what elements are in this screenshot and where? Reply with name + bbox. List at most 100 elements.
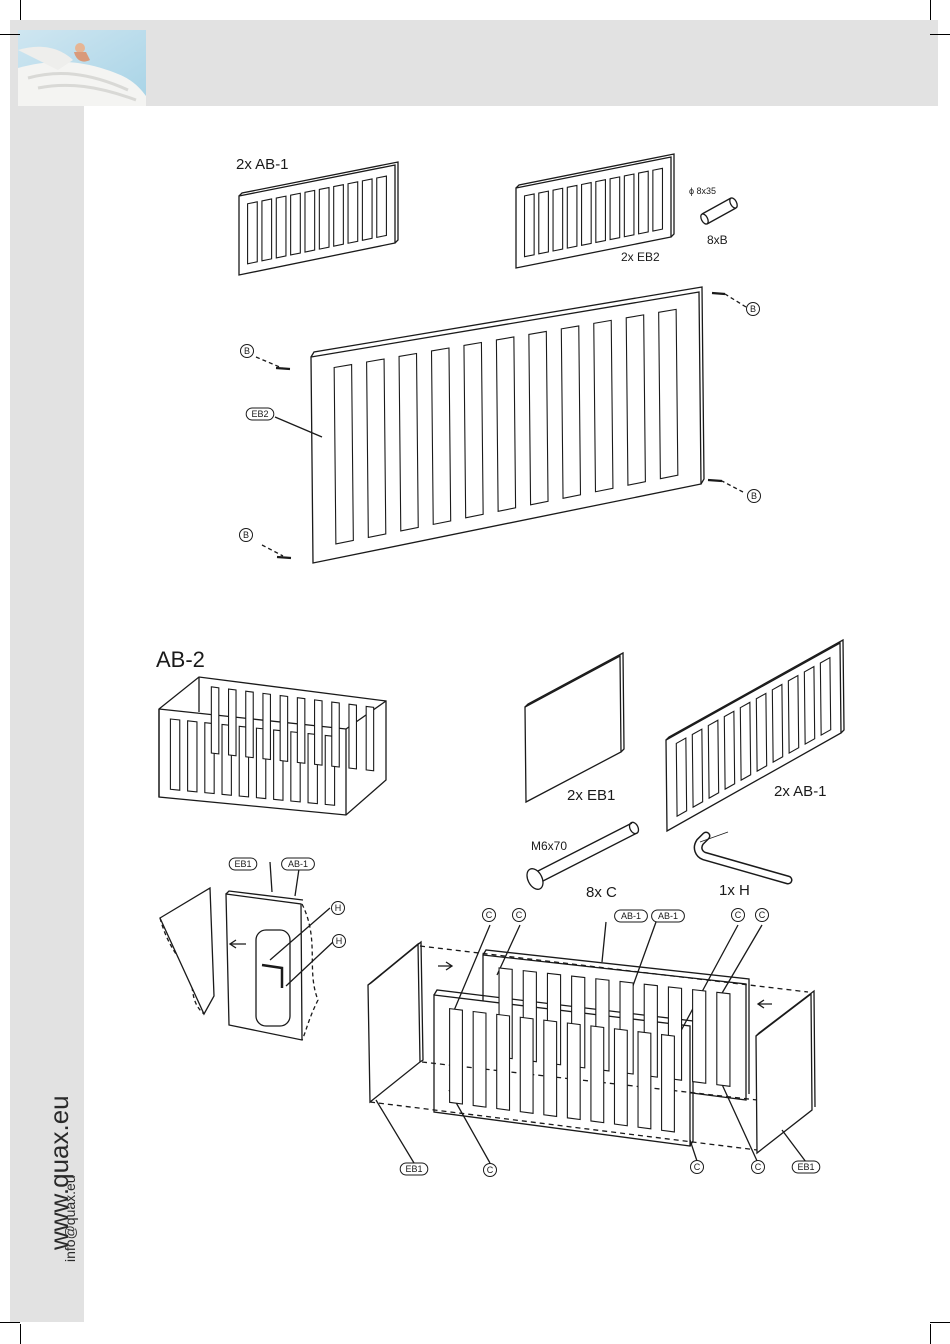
slat-opening <box>772 684 782 762</box>
callout-text: B <box>244 345 250 357</box>
slat-opening <box>804 667 814 745</box>
callout-text: C <box>486 909 493 921</box>
slat-opening <box>756 693 766 771</box>
slat-opening <box>432 348 451 524</box>
slat-opening <box>639 171 649 234</box>
label-eb1-qty: 2x EB1 <box>567 787 615 804</box>
callout-text: B <box>243 529 249 541</box>
slat-opening <box>334 185 344 247</box>
label-eb2-qty: 2x EB2 <box>621 250 660 264</box>
slat-opening <box>229 689 236 756</box>
callout-text: C <box>487 1164 494 1176</box>
slat-opening <box>676 738 686 816</box>
slat-opening <box>692 729 702 807</box>
callout-text: C <box>735 909 742 921</box>
slat-opening <box>348 182 358 243</box>
step-title: AB-2 <box>156 647 205 673</box>
slat-opening <box>399 354 418 531</box>
slat-opening <box>544 1020 557 1116</box>
callout-text: C <box>516 909 523 921</box>
slat-opening <box>280 696 287 762</box>
callout-text: H <box>336 935 343 947</box>
slat-opening <box>377 176 387 237</box>
slat-opening <box>820 658 830 735</box>
slat-opening <box>496 337 515 511</box>
slat-opening <box>263 693 270 759</box>
callout-text: EB2 <box>251 408 268 420</box>
slat-opening <box>362 179 372 240</box>
bolt-icon <box>524 821 641 892</box>
dowel-icon <box>699 197 738 226</box>
label-dowel-qty: 8xB <box>707 233 728 247</box>
slat-opening <box>525 194 535 257</box>
callout-text: AB-1 <box>288 858 308 870</box>
slat-opening <box>170 719 179 790</box>
slat-opening <box>464 342 483 517</box>
label-bolt-qty: 8x C <box>586 884 617 901</box>
callout-text: B <box>750 303 756 315</box>
slat-opening <box>367 359 386 537</box>
slat-opening <box>539 191 549 254</box>
label-key-qty: 1x H <box>719 882 750 899</box>
slat-opening <box>614 1029 627 1126</box>
slat-opening <box>596 180 606 243</box>
callout-text: B <box>751 490 757 502</box>
label-ab1-qty: 2x AB-1 <box>236 156 289 173</box>
slat-opening <box>305 190 315 252</box>
slat-opening <box>708 720 718 798</box>
slat-opening <box>659 309 678 478</box>
slat-opening <box>582 183 592 246</box>
slat-opening <box>653 168 663 231</box>
slat-opening <box>594 320 613 491</box>
slat-opening <box>248 202 258 264</box>
callout-text: AB-1 <box>621 910 641 922</box>
slat-opening <box>334 365 353 544</box>
slat-opening <box>717 992 730 1086</box>
slat-opening <box>529 331 548 504</box>
slat-opening <box>349 704 356 769</box>
callout-text: H <box>335 902 342 914</box>
slat-opening <box>497 1014 510 1110</box>
slat-opening <box>567 1023 580 1120</box>
slat-opening <box>520 1017 533 1113</box>
slat-opening <box>740 702 750 780</box>
slat-opening <box>638 1032 651 1129</box>
slat-opening <box>188 721 197 792</box>
slat-opening <box>366 706 373 770</box>
label-bolt-size: M6x70 <box>531 839 567 853</box>
callout-text: C <box>759 909 766 921</box>
slat-opening <box>319 188 329 250</box>
slat-opening <box>662 1035 675 1132</box>
slat-opening <box>626 315 645 485</box>
slat-opening <box>291 193 301 255</box>
label-ab1-qty-2: 2x AB-1 <box>774 783 827 800</box>
callout-text: EB1 <box>234 858 251 870</box>
slat-opening <box>561 326 580 498</box>
callout-text: C <box>694 1161 701 1173</box>
label-dowel-size: ϕ 8x35 <box>689 186 716 196</box>
hex-key-icon <box>698 832 788 880</box>
slat-opening <box>610 177 620 240</box>
callout-text: C <box>755 1161 762 1173</box>
slat-opening <box>211 687 218 754</box>
slat-opening <box>567 185 577 248</box>
slat-opening <box>332 702 339 767</box>
slat-opening <box>624 174 634 237</box>
slat-opening <box>262 199 272 261</box>
slat-opening <box>788 676 798 754</box>
slat-opening <box>246 691 253 757</box>
slat-opening <box>693 990 706 1084</box>
slat-opening <box>297 698 304 764</box>
detail-view <box>160 862 333 1040</box>
slat-opening <box>553 188 563 251</box>
callout-text: EB1 <box>405 1163 422 1175</box>
slat-opening <box>315 700 322 765</box>
slat-opening <box>276 196 286 258</box>
slat-opening <box>450 1009 463 1104</box>
callout-text: AB-1 <box>658 910 678 922</box>
slat-opening <box>591 1026 604 1123</box>
callout-text: EB1 <box>797 1161 814 1173</box>
slat-opening <box>473 1011 486 1107</box>
slat-opening <box>724 711 734 789</box>
